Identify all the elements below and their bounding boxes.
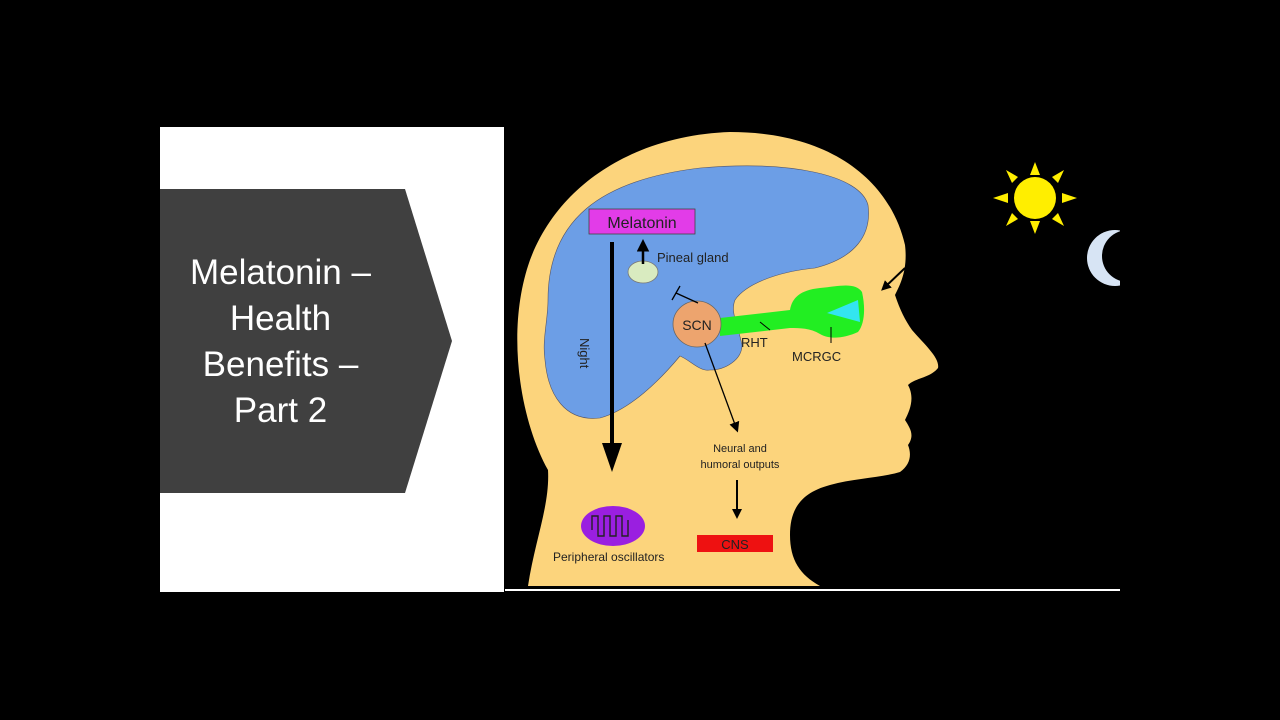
pineal-gland-shape xyxy=(627,260,659,284)
cns-label: CNS xyxy=(721,537,749,552)
light-arrow xyxy=(881,267,906,291)
oscillator-shape xyxy=(581,506,645,546)
title-line: Melatonin – xyxy=(190,253,371,292)
sun-icon xyxy=(993,162,1077,234)
slide-title: Melatonin – Health Benefits – Part 2 xyxy=(168,250,393,434)
melatonin-label: Melatonin xyxy=(607,215,676,232)
pineal-gland-label: Pineal gland xyxy=(657,250,729,265)
oscillation-wave-icon xyxy=(591,515,629,537)
inhibition-bar xyxy=(671,285,681,301)
title-line: Part 2 xyxy=(233,391,328,430)
outputs-label-line2: humoral outputs xyxy=(701,459,780,471)
retina xyxy=(827,300,860,322)
title-line: Benefits – xyxy=(202,345,359,384)
output-arrow xyxy=(704,342,740,433)
title-chevron xyxy=(160,189,452,493)
night-arrow-head xyxy=(602,443,622,472)
rht-label: RHT xyxy=(741,335,768,350)
title-line: Health xyxy=(229,299,332,338)
melatonin-box xyxy=(588,208,696,235)
moon-icon xyxy=(1087,230,1120,286)
night-label: Night xyxy=(577,338,592,369)
peripheral-oscillators-label: Peripheral oscillators xyxy=(553,550,664,564)
inhibition-line xyxy=(675,292,699,304)
mcrgc-label: MCRGC xyxy=(792,349,841,364)
rht-nerve xyxy=(720,285,865,338)
scn-shape xyxy=(672,300,722,348)
outputs-label-line1: Neural and xyxy=(713,443,767,455)
rht-pointer xyxy=(759,321,771,331)
scn-label: SCN xyxy=(682,317,712,333)
cns-box xyxy=(697,535,773,552)
